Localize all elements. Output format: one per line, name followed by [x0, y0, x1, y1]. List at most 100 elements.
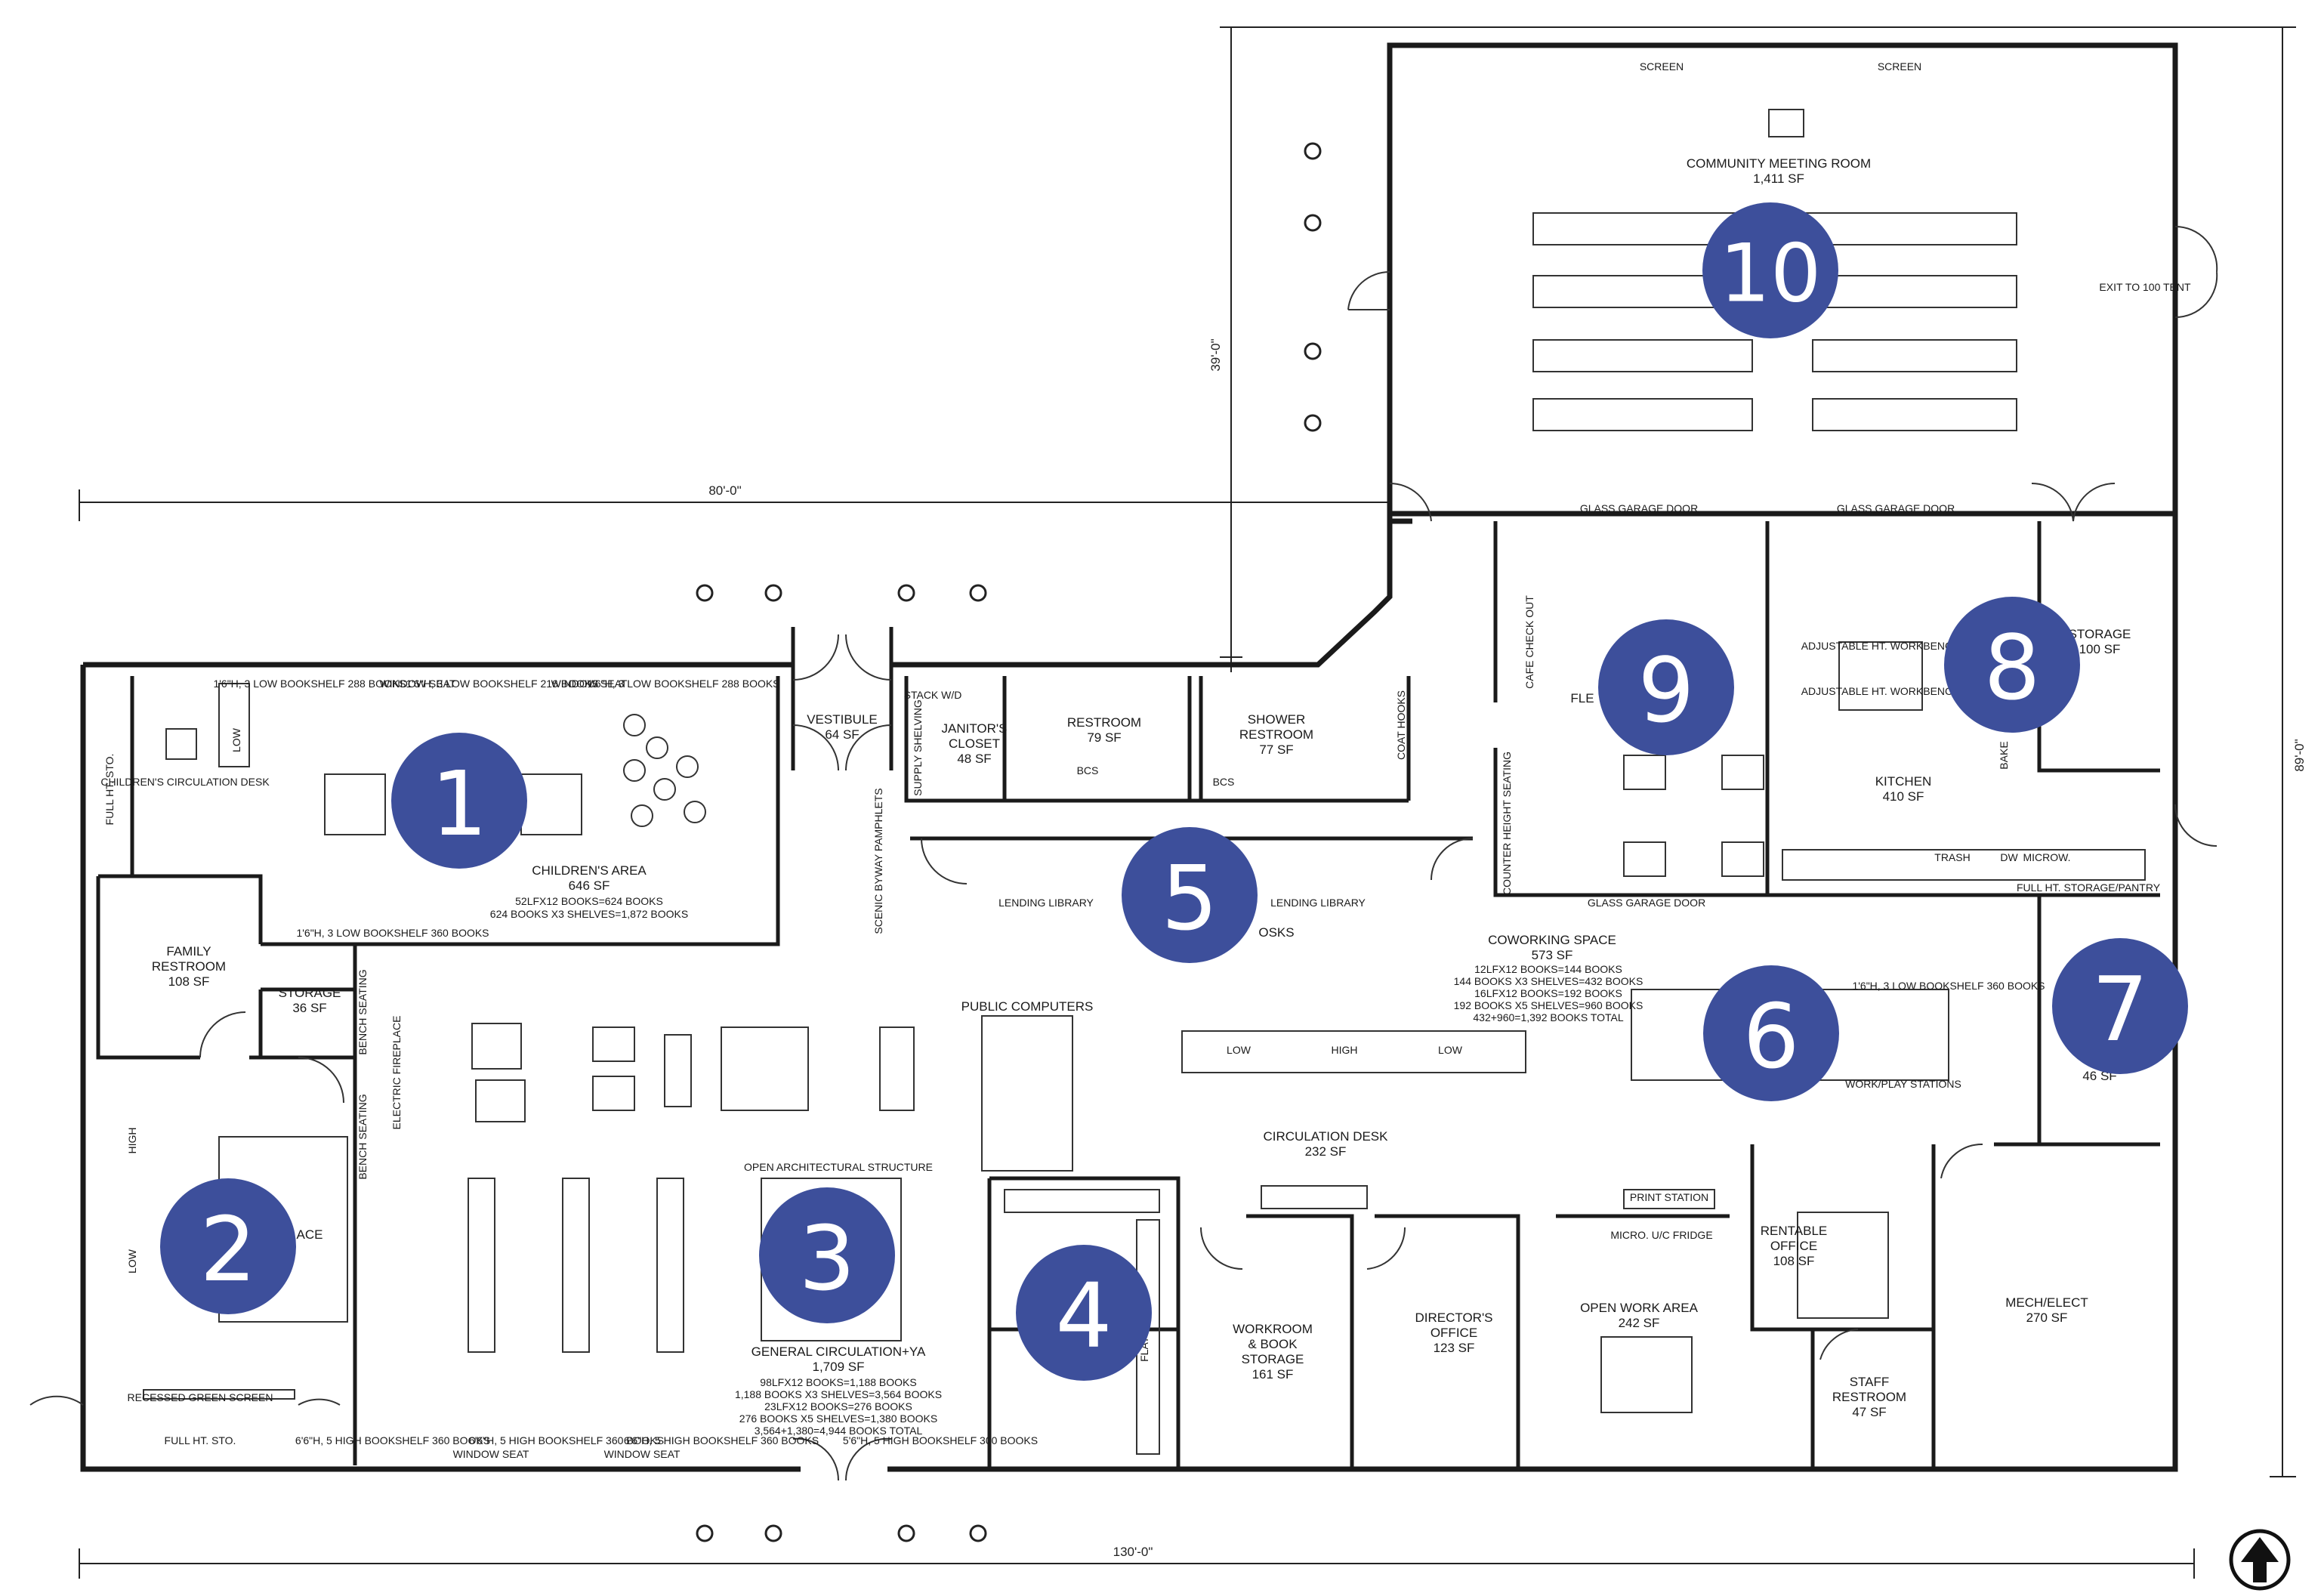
- room-space-partial: ACE: [297, 1227, 323, 1242]
- label-trash: TRASH: [1934, 851, 1970, 863]
- label-high-bookshelf-300: 5'6"H, 5 HIGH BOOKSHELF 300 BOOKS: [843, 1434, 1038, 1446]
- room-storage-36-area: 36 SF: [292, 1001, 326, 1015]
- room-family-restroom-area: 108 SF: [168, 974, 210, 989]
- room-mech-elect-area: 270 SF: [2026, 1311, 2068, 1325]
- room-storage-100-area: 100 SF: [2079, 642, 2121, 656]
- label-window-seat-3: WINDOW SEAT: [453, 1448, 529, 1460]
- room-open-work-area: 242 SF: [1619, 1316, 1660, 1330]
- label-fireplace: ELECTRIC FIREPLACE: [390, 1016, 403, 1130]
- label-screen-left: SCREEN: [1640, 60, 1684, 73]
- room-general-circ-name: GENERAL CIRCULATION+YA: [752, 1344, 926, 1359]
- label-exit-tent: EXIT TO 100 TENT: [2099, 281, 2191, 293]
- room-general-circ-note4: 276 BOOKS X5 SHELVES=1,380 BOOKS: [739, 1412, 937, 1425]
- room-kitchen-name: KITCHEN: [1875, 774, 1932, 789]
- room-rentable-name2: OFFICE: [1770, 1239, 1817, 1253]
- label-lending-library-1: LENDING LIBRARY: [998, 897, 1094, 909]
- label-glass-garage-door-3: GLASS GARAGE DOOR: [1588, 897, 1705, 909]
- svg-text:7: 7: [2091, 957, 2148, 1061]
- interior-walls: [96, 521, 2160, 1469]
- marker-9: 9: [1598, 619, 1734, 755]
- room-janitor-name1: JANITOR'S: [941, 721, 1007, 736]
- room-labels: SCREEN SCREEN COMMUNITY MEETING ROOM 1,4…: [100, 60, 2191, 1460]
- svg-text:1: 1: [431, 752, 487, 856]
- room-storage-100-name: STORAGE: [2069, 627, 2131, 641]
- room-mech-elect-name: MECH/ELECT: [2005, 1295, 2088, 1310]
- svg-text:6: 6: [1742, 984, 1799, 1088]
- marker-7: 7: [2052, 938, 2188, 1074]
- room-general-circ-note5: 3,564+1,380=4,944 BOOKS TOTAL: [755, 1425, 923, 1437]
- marker-5: 5: [1122, 827, 1258, 963]
- label-low-bookshelf-288-a: 1'6"H, 3 LOW BOOKSHELF 288 BOOKS: [213, 678, 406, 690]
- label-public-computers: PUBLIC COMPUTERS: [961, 999, 1094, 1014]
- room-directors-name2: OFFICE: [1431, 1326, 1477, 1340]
- room-workroom-name2: & BOOK: [1248, 1337, 1298, 1351]
- room-coworking-note1: 12LFX12 BOOKS=144 BOOKS: [1474, 963, 1622, 975]
- label-workbench-2: ADJUSTABLE HT. WORKBENCH: [1801, 685, 1961, 697]
- marker-4: 4: [1016, 1245, 1152, 1381]
- label-bcs-2: BCS: [1213, 776, 1235, 788]
- label-micro-fridge: MICRO. U/C FRIDGE: [1610, 1229, 1712, 1241]
- label-bench-seating-2: BENCH SEATING: [356, 1094, 369, 1179]
- label-high-space: HIGH: [126, 1128, 138, 1154]
- svg-text:8: 8: [1983, 616, 2040, 720]
- label-workbench-1: ADJUSTABLE HT. WORKBENCH: [1801, 640, 1961, 652]
- label-pantry: FULL HT. STORAGE/PANTRY: [2017, 881, 2161, 894]
- dim-meeting-height: 39'-0": [1208, 338, 1223, 371]
- label-low-bookshelf-360-b: 1'6"H, 3 LOW BOOKSHELF 360 BOOKS: [1852, 980, 2045, 992]
- marker-2: 2: [160, 1178, 296, 1314]
- exterior-columns: [696, 142, 1322, 1542]
- room-general-circ-note1: 98LFX12 BOOKS=1,188 BOOKS: [760, 1376, 916, 1388]
- room-community-meeting-name: COMMUNITY MEETING ROOM: [1687, 156, 1871, 171]
- svg-text:3: 3: [798, 1206, 855, 1311]
- room-childrens-note2: 624 BOOKS X3 SHELVES=1,872 BOOKS: [490, 908, 688, 920]
- room-coworking-note3: 16LFX12 BOOKS=192 BOOKS: [1474, 987, 1622, 999]
- room-general-circ-area: 1,709 SF: [813, 1360, 865, 1374]
- room-staff-restroom-name1: STAFF: [1850, 1375, 1890, 1389]
- room-community-meeting-area: 1,411 SF: [1753, 171, 1804, 186]
- marker-6: 6: [1703, 965, 1839, 1101]
- label-full-ht-sto-1: FULL HT. STO.: [103, 754, 116, 826]
- svg-text:9: 9: [1637, 638, 1694, 742]
- label-screen-right: SCREEN: [1878, 60, 1921, 73]
- room-rentable-area: 108 SF: [1773, 1254, 1815, 1268]
- label-stack-wd: STACK W/D: [904, 689, 962, 701]
- label-desk-low-1: LOW: [1227, 1044, 1252, 1056]
- label-full-ht-sto-2: FULL HT. STO.: [165, 1434, 236, 1446]
- room-circulation-desk-area: 232 SF: [1305, 1144, 1347, 1159]
- svg-text:4: 4: [1055, 1264, 1112, 1368]
- label-bcs-1: BCS: [1077, 764, 1099, 776]
- room-general-circ-note2: 1,188 BOOKS X3 SHELVES=3,564 BOOKS: [735, 1388, 942, 1400]
- room-workroom-name1: WORKROOM: [1233, 1322, 1313, 1336]
- furniture: [143, 109, 2146, 1455]
- room-childrens-area: 646 SF: [569, 878, 610, 893]
- label-lending-library-2: LENDING LIBRARY: [1270, 897, 1366, 909]
- label-microw: MICROW.: [2023, 851, 2071, 863]
- room-shower-area: 77 SF: [1259, 742, 1293, 757]
- label-glass-garage-door-1: GLASS GARAGE DOOR: [1580, 502, 1698, 514]
- label-bake: BAKE: [1998, 741, 2010, 769]
- room-childrens-name: CHILDREN'S AREA: [532, 863, 647, 878]
- north-arrow-icon: [2229, 1529, 2291, 1591]
- room-directors-name1: DIRECTOR'S: [1415, 1311, 1492, 1325]
- doors: [29, 225, 2218, 1481]
- label-window-seat-1: WINDOW SEAT: [380, 678, 456, 690]
- svg-text:10: 10: [1720, 227, 1822, 320]
- label-counter-seating: COUNTER HEIGHT SEATING: [1501, 752, 1513, 895]
- label-childrens-circ-desk: CHILDREN'S CIRCULATION DESK: [100, 776, 270, 788]
- label-supply-shelving: SUPPLY SHELVING: [912, 699, 924, 796]
- label-low-bookshelf-216: 1'6"H, 3 LOW BOOKSHELF 216 BOOKS: [406, 678, 598, 690]
- label-coat-hooks: COAT HOOKS: [1395, 690, 1407, 760]
- label-high-bookshelf-360-a: 6'6"H, 5 HIGH BOOKSHELF 360 BOOKS: [295, 1434, 490, 1446]
- room-coworking-note2: 144 BOOKS X3 SHELVES=432 BOOKS: [1454, 975, 1643, 987]
- room-general-circ-note3: 23LFX12 BOOKS=276 BOOKS: [764, 1400, 912, 1412]
- room-shower-name1: SHOWER: [1248, 712, 1306, 727]
- room-workroom-area: 161 SF: [1252, 1367, 1294, 1382]
- dim-bottom-width: 130'-0": [1113, 1545, 1153, 1559]
- marker-1: 1: [391, 733, 527, 869]
- room-flex-partial: FLE: [1570, 691, 1594, 705]
- marker-3: 3: [759, 1187, 895, 1323]
- label-cafe-checkout: CAFE CHECK OUT: [1523, 595, 1535, 689]
- room-open-work-name: OPEN WORK AREA: [1580, 1301, 1699, 1315]
- room-family-restroom-name2: RESTROOM: [152, 959, 226, 974]
